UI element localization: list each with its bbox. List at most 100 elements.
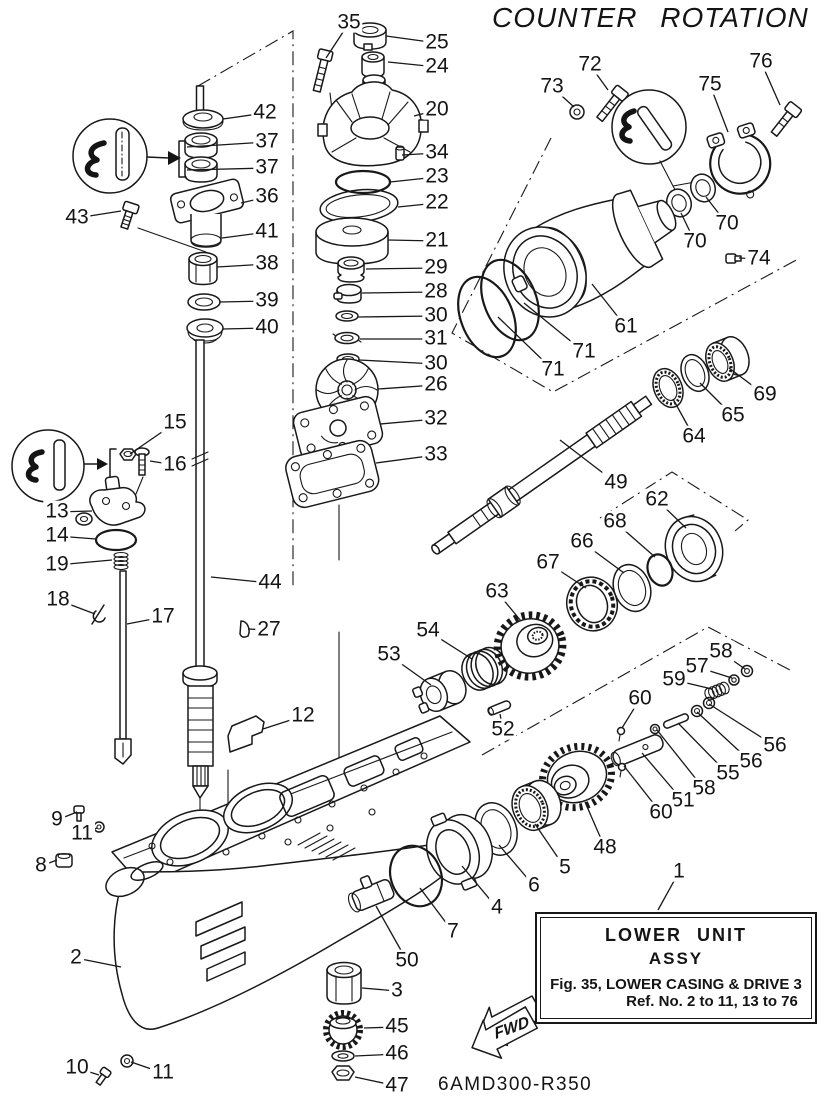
bolt-16 — [134, 447, 150, 476]
group-boundary-lines — [197, 30, 801, 756]
driveshaft-flange — [182, 665, 218, 688]
clip-18 — [91, 604, 106, 625]
slider-50 — [347, 875, 395, 913]
bushing-38 — [188, 251, 218, 286]
bearing-housing-group-drawing — [457, 84, 803, 359]
washer-30a — [335, 310, 359, 322]
bolt-43 — [120, 200, 140, 230]
key-collar-28 — [333, 283, 362, 304]
info-box-ref-line: Ref. No. 2 to 11, 13 to 76 — [626, 993, 798, 1010]
deck-openings — [130, 737, 424, 882]
dot-60a — [616, 726, 626, 742]
info-box-line2: ASSY — [648, 949, 704, 968]
fwd-arrow: FWD — [471, 995, 545, 1059]
shift-slider-51 — [610, 734, 664, 767]
deck-hatch-vents — [297, 832, 356, 861]
prop-shaft-group-drawing — [323, 336, 750, 1081]
spring-59 — [704, 681, 730, 701]
washer-57 — [728, 674, 740, 686]
washer-11a — [93, 821, 105, 833]
pin-34 — [395, 145, 405, 161]
thrust-bearing-64 — [652, 367, 684, 409]
seal-cup-40 — [186, 318, 224, 344]
bushing-37a — [184, 132, 218, 159]
plug-27 — [239, 620, 250, 638]
lower-casing-drawing — [55, 715, 471, 1086]
water-pump-assembly-drawing — [285, 22, 429, 509]
ball-bearing-62 — [664, 514, 724, 583]
needle-bearing-5 — [511, 779, 562, 832]
ring-nut-67 — [566, 576, 618, 632]
bushing-3 — [326, 961, 362, 1005]
info-box-figure-line: Fig. 35, LOWER CASING & DRIVE 3 — [550, 976, 802, 993]
deck-bolt-holes — [148, 752, 428, 866]
driveshaft-spline-tip — [192, 765, 209, 799]
shift-cam-13 — [75, 475, 146, 526]
retaining-clip-icon — [25, 449, 45, 483]
driveshaft-44-drawing — [182, 339, 218, 799]
retainer-ring-75 — [706, 122, 772, 199]
detail-balloon-clip-pin-3 — [611, 89, 696, 198]
dot-60b — [617, 762, 627, 778]
nut-47 — [331, 1065, 355, 1081]
o-ring-7 — [388, 844, 444, 908]
info-box-line1: LOWER UNIT — [605, 925, 747, 945]
oil-seal-70b — [689, 173, 717, 203]
plug-8 — [55, 852, 73, 868]
tab-washer-31 — [332, 331, 362, 345]
pinion-gear-45 — [323, 1010, 363, 1050]
washer-39 — [187, 293, 221, 311]
forward-gear-63 — [493, 611, 567, 681]
needle-bearing-69 — [705, 336, 750, 382]
clutch-dog-53 — [412, 670, 467, 714]
info-box: LOWER UNIT ASSY Fig. 35, LOWER CASING & … — [535, 912, 817, 1024]
detail-balloon-clip-pin-1 — [72, 118, 187, 194]
washer-42 — [182, 109, 224, 131]
drawing-code: 6AMD300-R350 — [438, 1074, 593, 1095]
casing-strake-steps — [195, 901, 246, 982]
ring-66 — [612, 563, 652, 613]
shift-rod-assembly-drawing — [11, 429, 250, 765]
info-box-inner: LOWER UNIT ASSY Fig. 35, LOWER CASING & … — [540, 917, 812, 1019]
o-ring-68 — [646, 553, 674, 587]
pump-gasket-33 — [285, 439, 380, 509]
bolt-72 — [596, 84, 629, 123]
screw-10 — [95, 1066, 112, 1086]
pump-housing-20 — [317, 74, 429, 167]
bushing-37b — [184, 156, 218, 183]
oil-seal-70a — [665, 188, 693, 218]
o-ring-71a — [480, 258, 540, 342]
bushing-24 — [361, 51, 385, 78]
o-ring-71b — [457, 275, 517, 359]
bolt-35 — [312, 48, 334, 93]
plug-74 — [725, 253, 742, 264]
o-ring-14 — [94, 528, 138, 552]
bearing-housing-61 — [503, 189, 677, 318]
pin-55 — [662, 713, 690, 729]
reverse-gear-48 — [539, 742, 615, 812]
anode-12 — [227, 715, 265, 753]
spring-54 — [461, 646, 508, 691]
retaining-clip-icon — [619, 108, 637, 144]
washer-46 — [331, 1050, 355, 1062]
spring-19 — [113, 551, 129, 571]
sleeve-41 — [190, 214, 222, 248]
page-title: COUNTER ROTATION — [492, 2, 809, 33]
prop-shaft-49 — [431, 395, 653, 555]
driveshaft-sleeve — [187, 685, 214, 767]
washer-11b — [120, 1054, 134, 1068]
retaining-clip-icon — [84, 140, 107, 178]
pin-52 — [487, 700, 512, 716]
collar-29 — [337, 256, 365, 283]
washer-65 — [680, 353, 710, 393]
cap-25 — [353, 22, 387, 51]
casing-nose — [105, 866, 145, 898]
shift-rod-17 — [114, 570, 132, 765]
nut-15 — [119, 448, 137, 461]
bolt-9 — [73, 805, 85, 822]
deck-bore-pump — [223, 782, 293, 834]
washer-73 — [569, 104, 585, 120]
bolt-76 — [770, 101, 803, 137]
